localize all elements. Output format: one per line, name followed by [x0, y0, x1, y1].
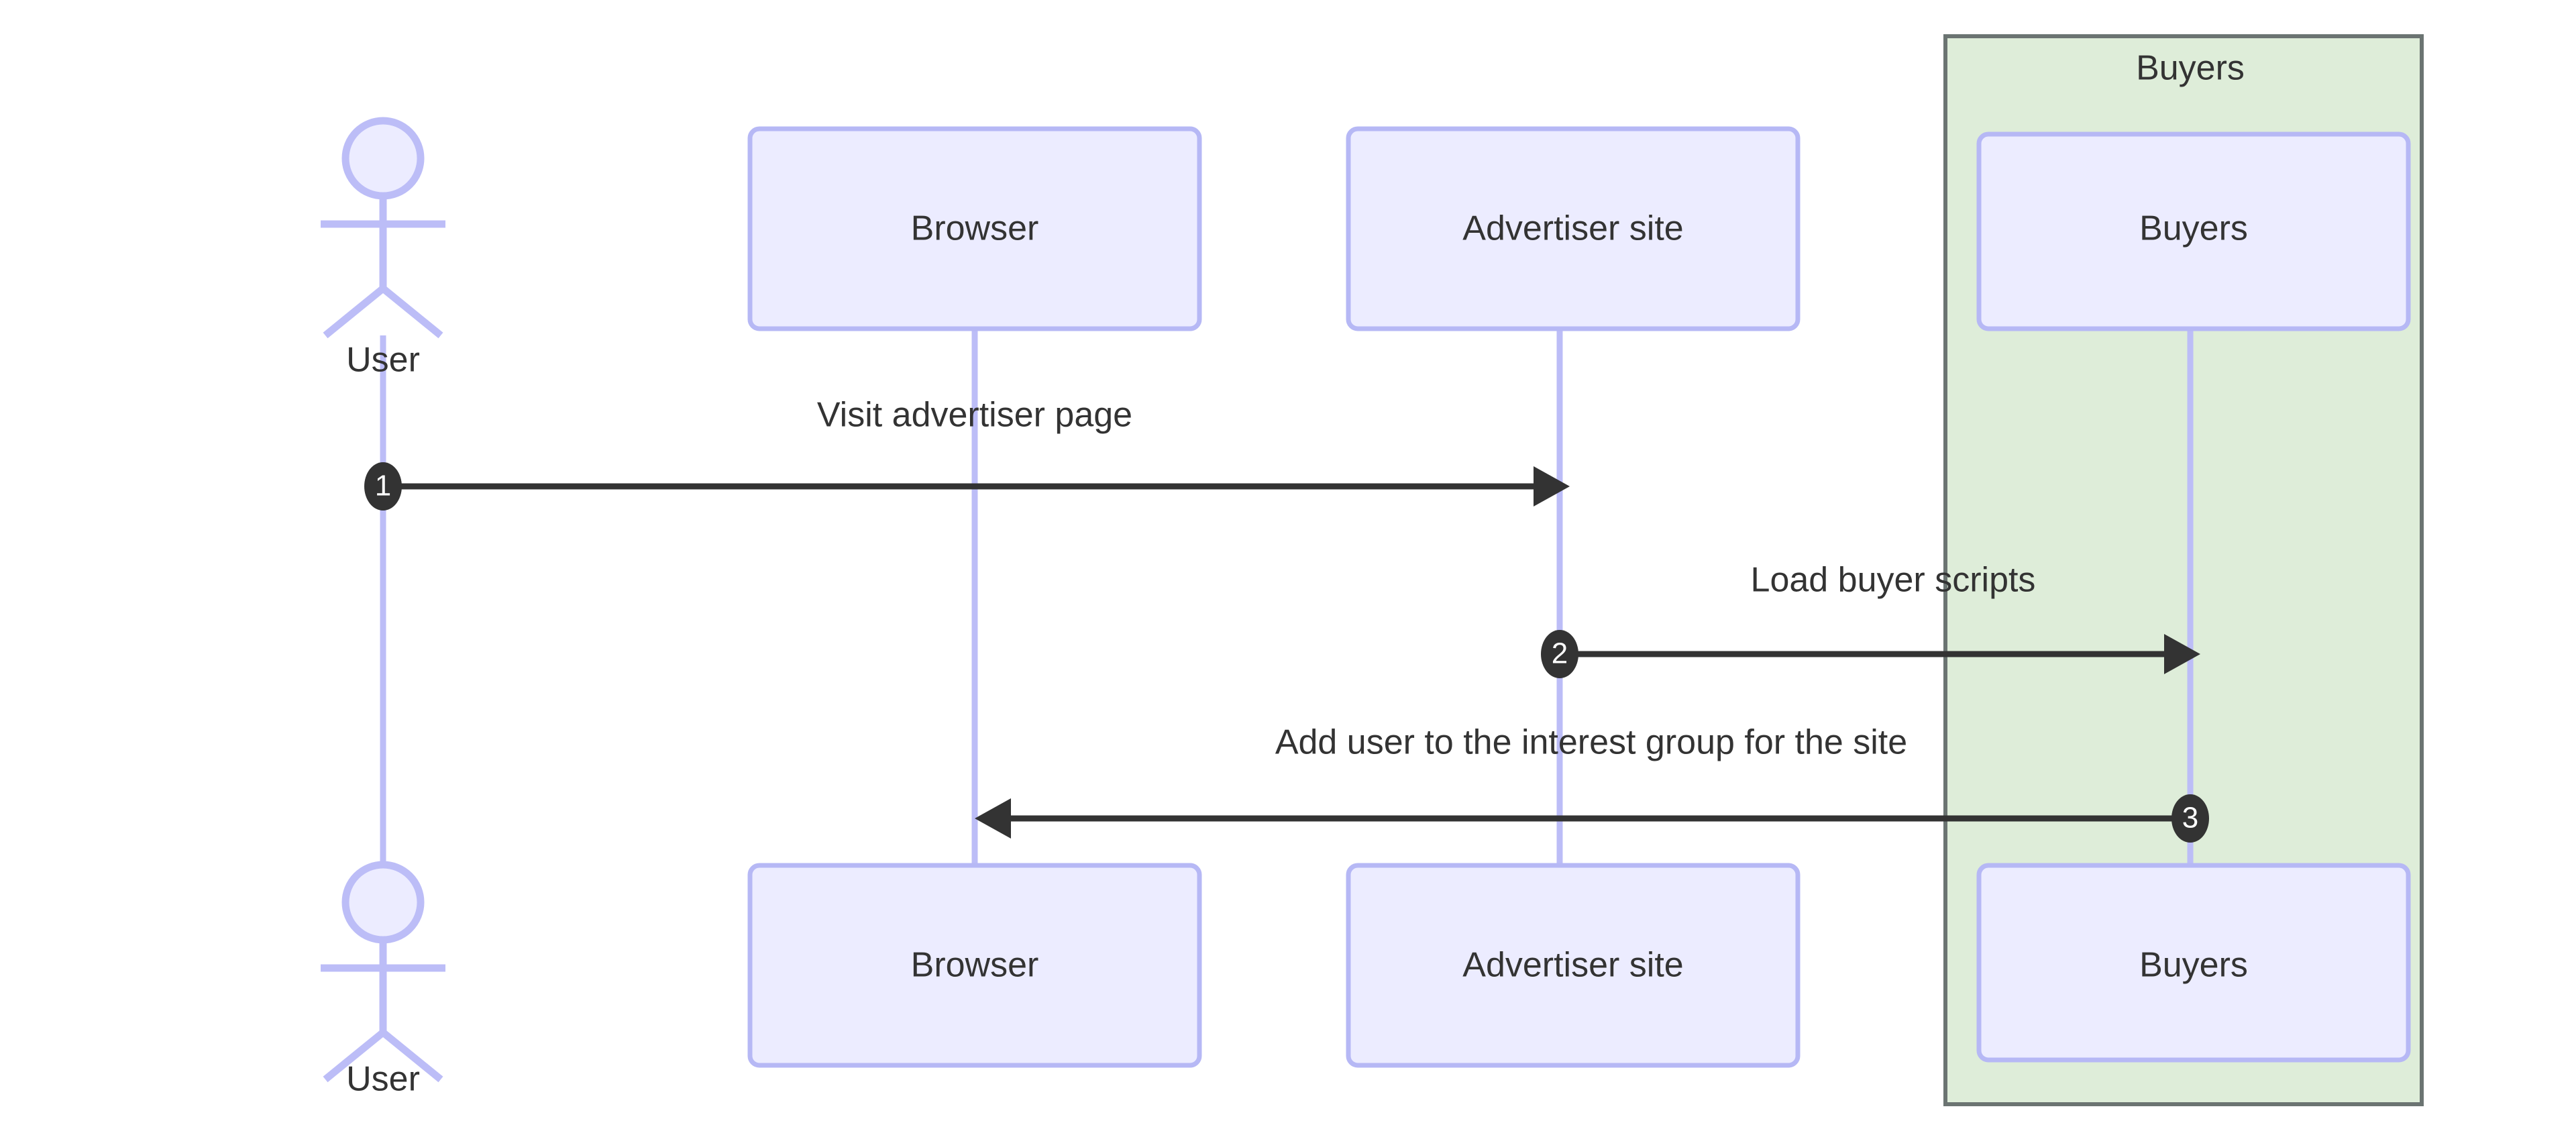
- participant-advertiser-top[interactable]: Advertiser site: [1346, 126, 1801, 331]
- actor-head-icon: [341, 117, 425, 200]
- message-1-arrowhead-icon: [1534, 466, 1570, 506]
- participant-advertiser-bottom[interactable]: Advertiser site: [1346, 863, 1801, 1068]
- participant-rect-browser-bottom: [747, 863, 1202, 1068]
- actor-head-icon: [341, 861, 425, 944]
- message-2[interactable]: Load buyer scripts 2: [1541, 561, 2200, 678]
- participant-rect-advertiser-top: [1346, 126, 1801, 331]
- participant-label-buyers-bottom: Buyers: [2139, 946, 2248, 985]
- actor-user-bottom[interactable]: User: [321, 861, 445, 1099]
- message-3-label: Add user to the interest group for the s…: [1275, 723, 1907, 762]
- message-1-sequence-bubble: [364, 462, 402, 511]
- participant-label-browser-bottom: Browser: [911, 946, 1039, 985]
- participant-label-buyers-top: Buyers: [2139, 209, 2248, 248]
- participant-buyers-bottom[interactable]: Buyers: [1976, 863, 2411, 1063]
- participant-browser-bottom[interactable]: Browser: [747, 863, 1202, 1068]
- group-label-buyers: Buyers: [2136, 49, 2245, 88]
- message-2-sequence-number: 2: [1552, 637, 1568, 670]
- message-2-arrowhead-icon: [2164, 634, 2200, 674]
- participant-rect-buyers-bottom: [1976, 863, 2411, 1063]
- participant-rect-advertiser-bottom: [1346, 863, 1801, 1068]
- message-3-sequence-bubble: [2171, 794, 2209, 843]
- actor-leg-left-icon: [323, 285, 386, 339]
- actor-user-top[interactable]: User: [321, 117, 445, 380]
- message-3[interactable]: Add user to the interest group for the s…: [975, 723, 2209, 843]
- participant-buyers-top[interactable]: Buyers: [1976, 131, 2411, 331]
- actor-label-user-bottom: User: [346, 1060, 420, 1099]
- message-1-label: Visit advertiser page: [817, 396, 1132, 435]
- message-1-sequence-number: 1: [375, 470, 391, 502]
- message-2-label: Load buyer scripts: [1751, 561, 2036, 600]
- actor-leg-right-icon: [380, 1029, 443, 1083]
- message-3-arrowhead-icon: [975, 798, 1011, 839]
- participant-browser-top[interactable]: Browser: [747, 126, 1202, 331]
- participant-label-advertiser-bottom: Advertiser site: [1462, 946, 1683, 985]
- participant-label-advertiser-top: Advertiser site: [1462, 209, 1683, 248]
- message-2-sequence-bubble: [1541, 630, 1578, 678]
- actor-leg-left-icon: [323, 1029, 386, 1083]
- message-3-sequence-number: 3: [2182, 802, 2198, 835]
- participant-rect-buyers-top: [1976, 131, 2411, 331]
- actor-label-user-top: User: [346, 341, 420, 380]
- participant-label-browser-top: Browser: [911, 209, 1039, 248]
- participant-rect-browser-top: [747, 126, 1202, 331]
- message-1[interactable]: Visit advertiser page 1: [364, 396, 1570, 511]
- actor-leg-right-icon: [380, 285, 443, 339]
